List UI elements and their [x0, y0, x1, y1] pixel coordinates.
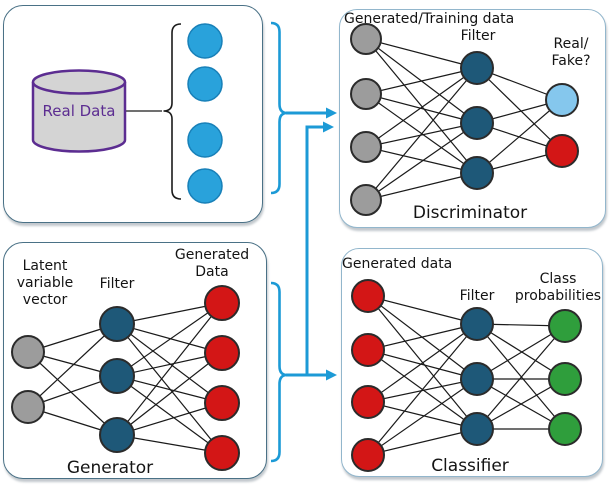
real-data-label: Real Data [42, 102, 116, 120]
discriminator-title: Discriminator [412, 203, 528, 223]
arrowhead-icon [326, 369, 337, 381]
arrowhead-icon [326, 107, 337, 119]
generator-filter-label: Filter [99, 276, 135, 292]
classifier-filter-label: Filter [459, 288, 495, 304]
real-data-output-brace-icon [270, 21, 288, 195]
generator-output-label: Generated Data [174, 247, 250, 280]
arrowhead-icon [323, 121, 334, 133]
generator-input-label: Latent variable vector [16, 258, 74, 308]
generator-output-brace-icon [270, 281, 288, 463]
discriminator-input-label: Generated/Training data [344, 11, 515, 27]
classifier-input-label: Generated data [342, 256, 453, 272]
discriminator-output-label: Real/ Fake? [551, 36, 591, 69]
discriminator-filter-label: Filter [460, 28, 496, 44]
generator-title: Generator [66, 458, 154, 478]
generator-to-discriminator-arrow [305, 125, 325, 376]
classifier-output-label: Class probabilities [514, 271, 602, 304]
classifier-title: Classifier [431, 456, 509, 476]
